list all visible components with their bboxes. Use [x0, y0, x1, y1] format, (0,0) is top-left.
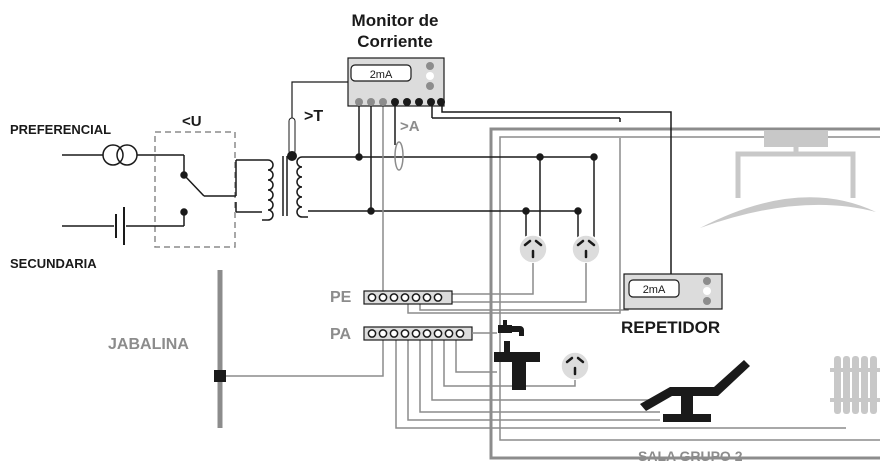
power-outlet-icon — [518, 234, 548, 264]
power-outlet-icon — [571, 234, 601, 264]
ac-source-icon — [62, 144, 185, 175]
pe-wiring — [407, 138, 629, 314]
isolation-transformer-icon — [262, 156, 308, 221]
battery-icon — [62, 207, 185, 245]
under-voltage-relay-box — [154, 131, 236, 248]
radiator-icon — [830, 356, 880, 414]
surgical-lamp-icon — [700, 131, 876, 228]
pe-bus-bar — [363, 290, 453, 305]
pa-bus-bar — [363, 326, 473, 341]
surgical-table-icon — [640, 360, 750, 422]
faucet-sink-icon — [494, 320, 540, 390]
sala-grupo-label: SALA GRUPO 2 — [638, 448, 743, 464]
thermometer-icon — [287, 81, 372, 161]
over-temperature-label: >T — [304, 108, 323, 125]
pa-wiring — [395, 340, 846, 429]
pa-label: PA — [330, 326, 351, 343]
power-outlet-icon — [560, 351, 590, 381]
pe-label: PE — [330, 289, 352, 306]
over-current-label: >A — [400, 118, 420, 135]
transfer-switch — [180, 159, 262, 216]
under-voltage-label: <U — [182, 113, 202, 130]
jabalina-label: JABALINA — [108, 336, 189, 353]
ground-rod-icon — [214, 270, 384, 428]
secundaria-label: SECUNDARIA — [10, 256, 97, 271]
secondary-bus — [308, 105, 672, 275]
preferencial-label: PREFERENCIAL — [10, 122, 111, 137]
current-transformer-icon — [394, 141, 404, 171]
monitor-reading: 2mA — [370, 69, 393, 81]
monitor-title-line2: Corriente — [357, 32, 433, 51]
monitor-title-line1: Monitor de — [352, 11, 439, 30]
repeater-device — [623, 273, 723, 310]
repeater-reading: 2mA — [643, 284, 666, 296]
repetidor-label: REPETIDOR — [621, 318, 720, 337]
current-monitor-device — [347, 57, 445, 107]
